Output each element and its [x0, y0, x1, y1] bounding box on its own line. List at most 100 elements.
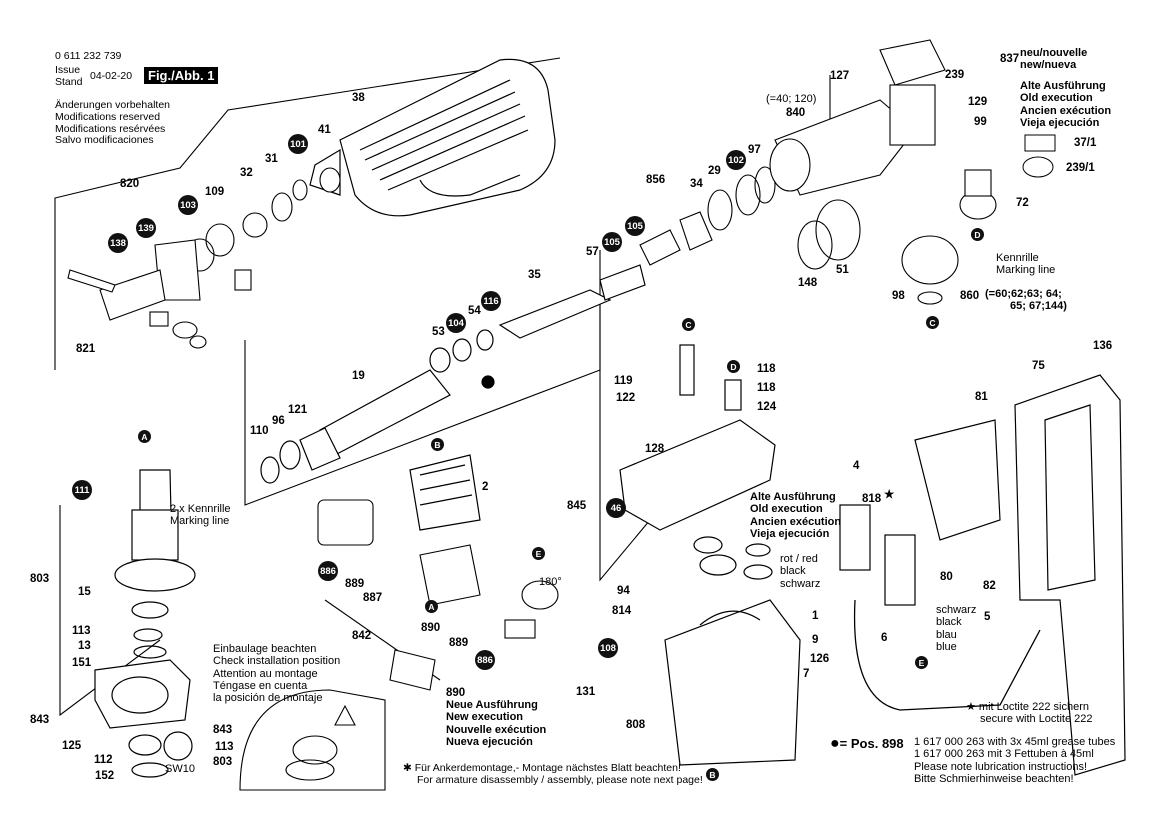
star-icon: ★ — [884, 489, 895, 501]
callout-104: 104 — [446, 313, 466, 333]
note-837-line-2: new/nueva — [1020, 59, 1077, 72]
callout-860-positions-1: (=60;62;63; 64; — [985, 288, 1062, 300]
marker-e-mid: E — [532, 547, 545, 560]
armature-en: For armature disassembly / assembly, ple… — [417, 773, 703, 786]
disclaimer-de: Änderungen vorbehalten — [55, 99, 171, 111]
figure-label: Fig./Abb. 1 — [144, 67, 219, 84]
callout-856: 856 — [646, 174, 666, 186]
callout-814: 814 — [612, 605, 632, 617]
callout-102: 102 — [726, 150, 746, 170]
note-kennrille-left: 2 x Kennrille Marking line — [170, 503, 231, 528]
new-exec-es: Nueva ejecución — [446, 735, 533, 748]
filled-circle-icon: ● — [830, 735, 840, 752]
kennrille-right-en: Marking line — [996, 264, 1056, 277]
callout-821: 821 — [76, 343, 96, 355]
note-install-position: Einbaulage beachten Check installation p… — [213, 643, 340, 705]
callout-38: 38 — [352, 92, 365, 104]
disclaimer-fr: Modifications resérvées — [55, 122, 166, 135]
callout-126: 126 — [810, 653, 830, 665]
note-wire-colors: schwarz black blau blue — [936, 604, 976, 653]
handle-75 — [839, 374, 1126, 776]
field-coil-2 — [409, 454, 481, 531]
callout-53: 53 — [432, 326, 445, 338]
callout-37-1: 37/1 — [1074, 137, 1097, 149]
brush-holder-parts — [317, 499, 559, 691]
callout-31: 31 — [265, 153, 278, 165]
note-armature: ✱ Für Ankerdemontage,- Montage nächstes … — [403, 762, 703, 787]
note-old-execution-mid: Alte Ausführung Old execution Ancien exé… — [750, 491, 841, 540]
loctite-de-text: mit Loctite 222 sichern — [978, 701, 1089, 713]
callout-94: 94 — [617, 585, 630, 597]
callout-108: 108 — [598, 638, 618, 658]
callout-46: 46 — [606, 498, 626, 518]
callout-837: 837 — [1000, 53, 1020, 65]
marker-d-top: D — [727, 360, 740, 373]
old-exec-mid-de: Alte Ausführung — [750, 491, 836, 503]
note-grease: 1 617 000 263 with 3x 45ml grease tubes … — [914, 736, 1115, 785]
marker-b-bottom: B — [706, 768, 719, 781]
callout-5: 5 — [984, 611, 991, 623]
callout-98: 98 — [892, 290, 905, 302]
callout-842: 842 — [352, 630, 372, 642]
color-black: black — [780, 565, 806, 578]
wire-blau: blau — [936, 628, 957, 641]
callout-118b: 118 — [757, 382, 776, 394]
callout-122: 122 — [616, 392, 636, 404]
callout-72: 72 — [1016, 197, 1029, 209]
callout-96: 96 — [272, 415, 285, 427]
clutch-parts — [67, 167, 341, 349]
marker-d-right: D — [971, 228, 984, 241]
old-exec-top-en: Old execution — [1020, 92, 1093, 105]
old-exec-top-de: Alte Ausführung — [1020, 80, 1106, 92]
install-position-drawing — [239, 689, 386, 791]
callout-886a: 886 — [318, 561, 338, 581]
callout-82: 82 — [983, 580, 996, 592]
callout-9: 9 — [812, 634, 819, 646]
callout-127: 127 — [830, 70, 850, 82]
callout-860-positions-2: 65; 67;144) — [1010, 300, 1067, 312]
marker-c-top: C — [682, 318, 695, 331]
callout-148: 148 — [798, 277, 818, 289]
callout-116: 116 — [481, 291, 501, 311]
stand-label: Stand — [55, 76, 83, 88]
callout-886b: 886 — [475, 650, 495, 670]
note-old-execution-top: Alte Ausführung Old execution Ancien exé… — [1020, 80, 1111, 129]
callout-99: 99 — [974, 116, 987, 128]
color-red: rot / red — [780, 553, 818, 565]
motor-housing-38 — [309, 58, 556, 217]
callout-131: 131 — [576, 686, 596, 698]
intermediate-flange-845 — [619, 344, 776, 580]
marker-a-top: A — [138, 430, 151, 443]
grease-line-1: 1 617 000 263 with 3x 45ml grease tubes — [914, 736, 1116, 748]
callout-239: 239 — [945, 69, 965, 81]
label-sw10: SW10 — [165, 763, 195, 775]
callout-139: 139 — [136, 218, 156, 238]
callout-129: 129 — [968, 96, 988, 108]
callout-860: 860 — [960, 290, 980, 302]
grease-line-4: Bitte Schmierhinweise beachten! — [914, 772, 1074, 785]
label-180-degrees: 180° — [539, 576, 562, 588]
callout-15: 15 — [78, 586, 91, 598]
callout-113: 113 — [72, 625, 91, 637]
kennrille-left-en: Marking line — [170, 515, 230, 528]
install-es-1: Téngase en cuenta — [213, 679, 308, 692]
armature-15 — [94, 469, 196, 778]
install-es-2: la posición de montaje — [213, 692, 323, 705]
loctite-en: secure with Loctite 222 — [980, 713, 1093, 726]
callout-105b: 105 — [625, 216, 645, 236]
asterisk-icon: ✱ — [403, 762, 415, 774]
note-colors: rot / red black schwarz — [780, 553, 820, 590]
callout-112: 112 — [94, 754, 113, 766]
wire-black: black — [936, 616, 962, 629]
callout-125: 125 — [62, 740, 82, 752]
callout-101: 101 — [288, 134, 308, 154]
callout-151: 151 — [72, 657, 92, 669]
callout-845: 845 — [567, 500, 587, 512]
callout-118a: 118 — [757, 363, 776, 375]
old-exec-mid-fr: Ancien exécution — [750, 515, 842, 528]
callout-113b: 113 — [215, 741, 234, 753]
callout-105a: 105 — [602, 232, 622, 252]
install-fr: Attention au montage — [213, 667, 318, 680]
callout-136: 136 — [1093, 340, 1113, 352]
callout-80: 80 — [940, 571, 953, 583]
